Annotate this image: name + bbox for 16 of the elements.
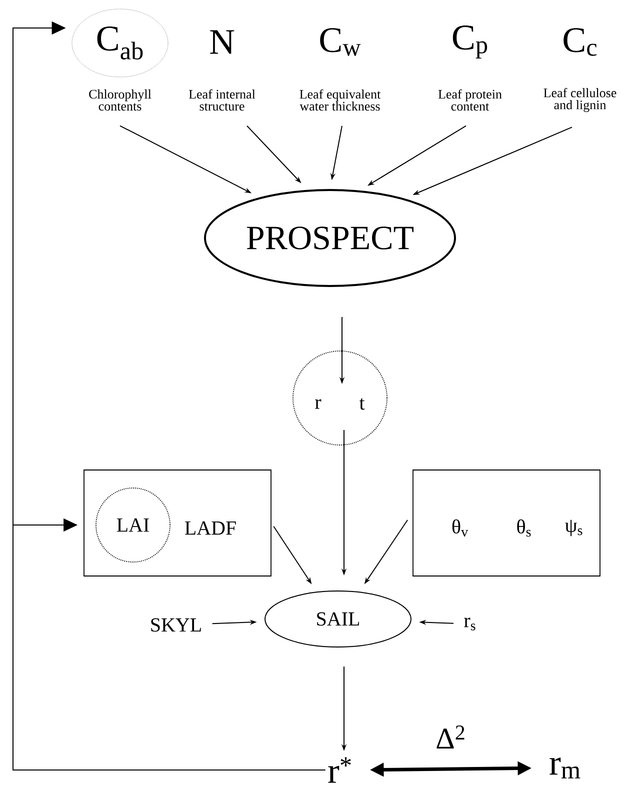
parameter-description: Leaf protein content: [438, 89, 502, 111]
parameter-symbol: C$_{c}$: [564, 28, 597, 56]
parameter-description: Leaf internal structure: [188, 89, 256, 111]
parameter-description: Leaf cellulose and lignin: [544, 88, 616, 112]
parameter-symbol: N: [210, 30, 234, 54]
parameter-description: Chlorophyll contents: [89, 89, 152, 111]
parameter-symbol: C$_{w}$: [320, 28, 361, 56]
parameter-box: θ$_{v}$ θ$_{s}$ ψ$_{s}$: [412, 470, 600, 576]
parameter-symbol: C$_{p}$: [452, 26, 488, 58]
variable-label: r$^{*}$: [328, 757, 351, 783]
edge-label: Δ$^{2}$: [434, 724, 467, 750]
variable-label: SKYL: [151, 618, 201, 632]
parameter-description: Leaf equivalent water thickness: [300, 89, 381, 111]
feedback-arrow: [12, 518, 326, 770]
variable-label: r$_{m}$: [550, 758, 580, 778]
variable-label: r$_{s}$: [464, 618, 476, 630]
